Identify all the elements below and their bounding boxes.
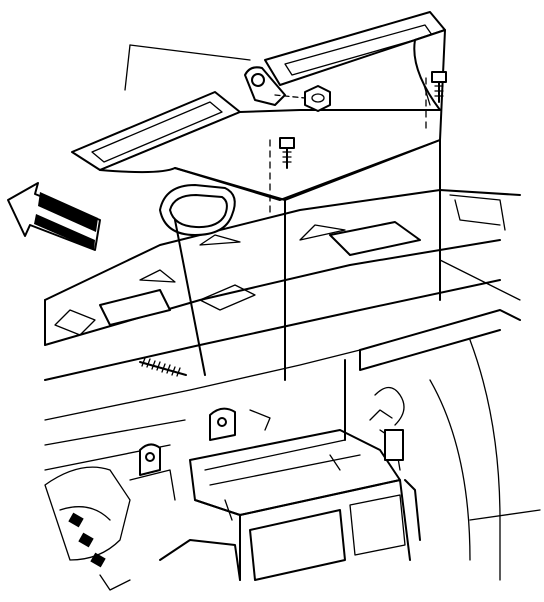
spring-coils — [141, 357, 181, 377]
opening-center — [199, 284, 256, 311]
module-slots — [224, 499, 233, 521]
bolt-left-thread — [282, 151, 292, 163]
duct-assembly — [71, 11, 446, 441]
module-slots-right — [329, 454, 341, 471]
tab-center-lip — [249, 409, 271, 431]
arrow-stripe-1 — [38, 192, 98, 232]
body-right-edge — [284, 139, 441, 201]
left-flange-slot — [91, 101, 223, 163]
module-panel-front — [249, 509, 346, 581]
connector-1 — [68, 512, 84, 528]
connector-3 — [90, 552, 106, 568]
housing-left — [44, 466, 131, 561]
module-side — [404, 479, 421, 541]
connector-2 — [78, 532, 94, 548]
lower-left-components — [44, 466, 176, 591]
cross-beam-top — [359, 309, 521, 351]
nut-guide — [274, 94, 306, 99]
opening-small — [139, 269, 176, 283]
nut-bore — [311, 93, 325, 103]
opening-left — [99, 289, 171, 326]
wire-lower — [99, 574, 131, 591]
dash-openings — [54, 221, 421, 336]
right-brace — [469, 509, 541, 521]
opening-upper — [199, 234, 241, 246]
nut-body — [304, 85, 331, 112]
right-frame-inner — [454, 199, 501, 226]
arrow-stripe-2 — [34, 214, 95, 250]
mounting-tabs — [139, 407, 271, 476]
lower-panel-edge-1 — [44, 349, 361, 421]
mid-panel-edge-2 — [44, 279, 501, 381]
module-rib-1 — [204, 439, 346, 471]
hinge-pivot — [251, 73, 265, 87]
module-base-bracket — [159, 539, 241, 581]
wire-connector — [384, 429, 404, 461]
bolt-right-thread — [434, 85, 444, 97]
forward-arrow-icon — [7, 182, 101, 251]
module-rib-2 — [209, 454, 361, 486]
right-frame-top — [449, 194, 506, 231]
bracket-lower — [129, 469, 176, 501]
duct-body — [99, 29, 446, 201]
cross-beam-bottom — [359, 329, 501, 371]
module-front-left — [194, 499, 241, 581]
hvac-module — [159, 429, 421, 581]
bolt-left-head — [279, 137, 295, 149]
wire-branch — [369, 409, 393, 421]
body-lower-edge — [174, 167, 286, 201]
right-rail-1 — [439, 259, 521, 301]
module-front-edge — [239, 479, 411, 561]
background-strut-2 — [124, 44, 131, 91]
tab-left-hole — [145, 452, 155, 462]
background-strut — [129, 44, 251, 61]
bolt-icon — [425, 71, 447, 131]
opening-right-lip — [299, 224, 346, 241]
nut-icon — [274, 85, 331, 112]
upper-panel-edge — [44, 189, 521, 301]
lower-panel-edge-2 — [44, 419, 186, 446]
opening-right — [329, 221, 421, 256]
tab-center-hole — [217, 417, 227, 427]
right-curve-structure — [469, 339, 501, 581]
module-panel-right — [349, 494, 406, 556]
opening-far-left — [54, 309, 96, 336]
bolt-icon — [269, 137, 295, 216]
wire-loop — [374, 386, 405, 426]
leader-left — [174, 219, 206, 376]
oval-outlet-inner — [169, 194, 228, 229]
wiring-right — [369, 386, 405, 461]
spring-part — [139, 357, 187, 377]
bolt-right-head — [431, 71, 447, 83]
right-curve-structure-2 — [429, 379, 471, 561]
housing-contour — [59, 506, 111, 521]
fasteners — [269, 71, 447, 216]
